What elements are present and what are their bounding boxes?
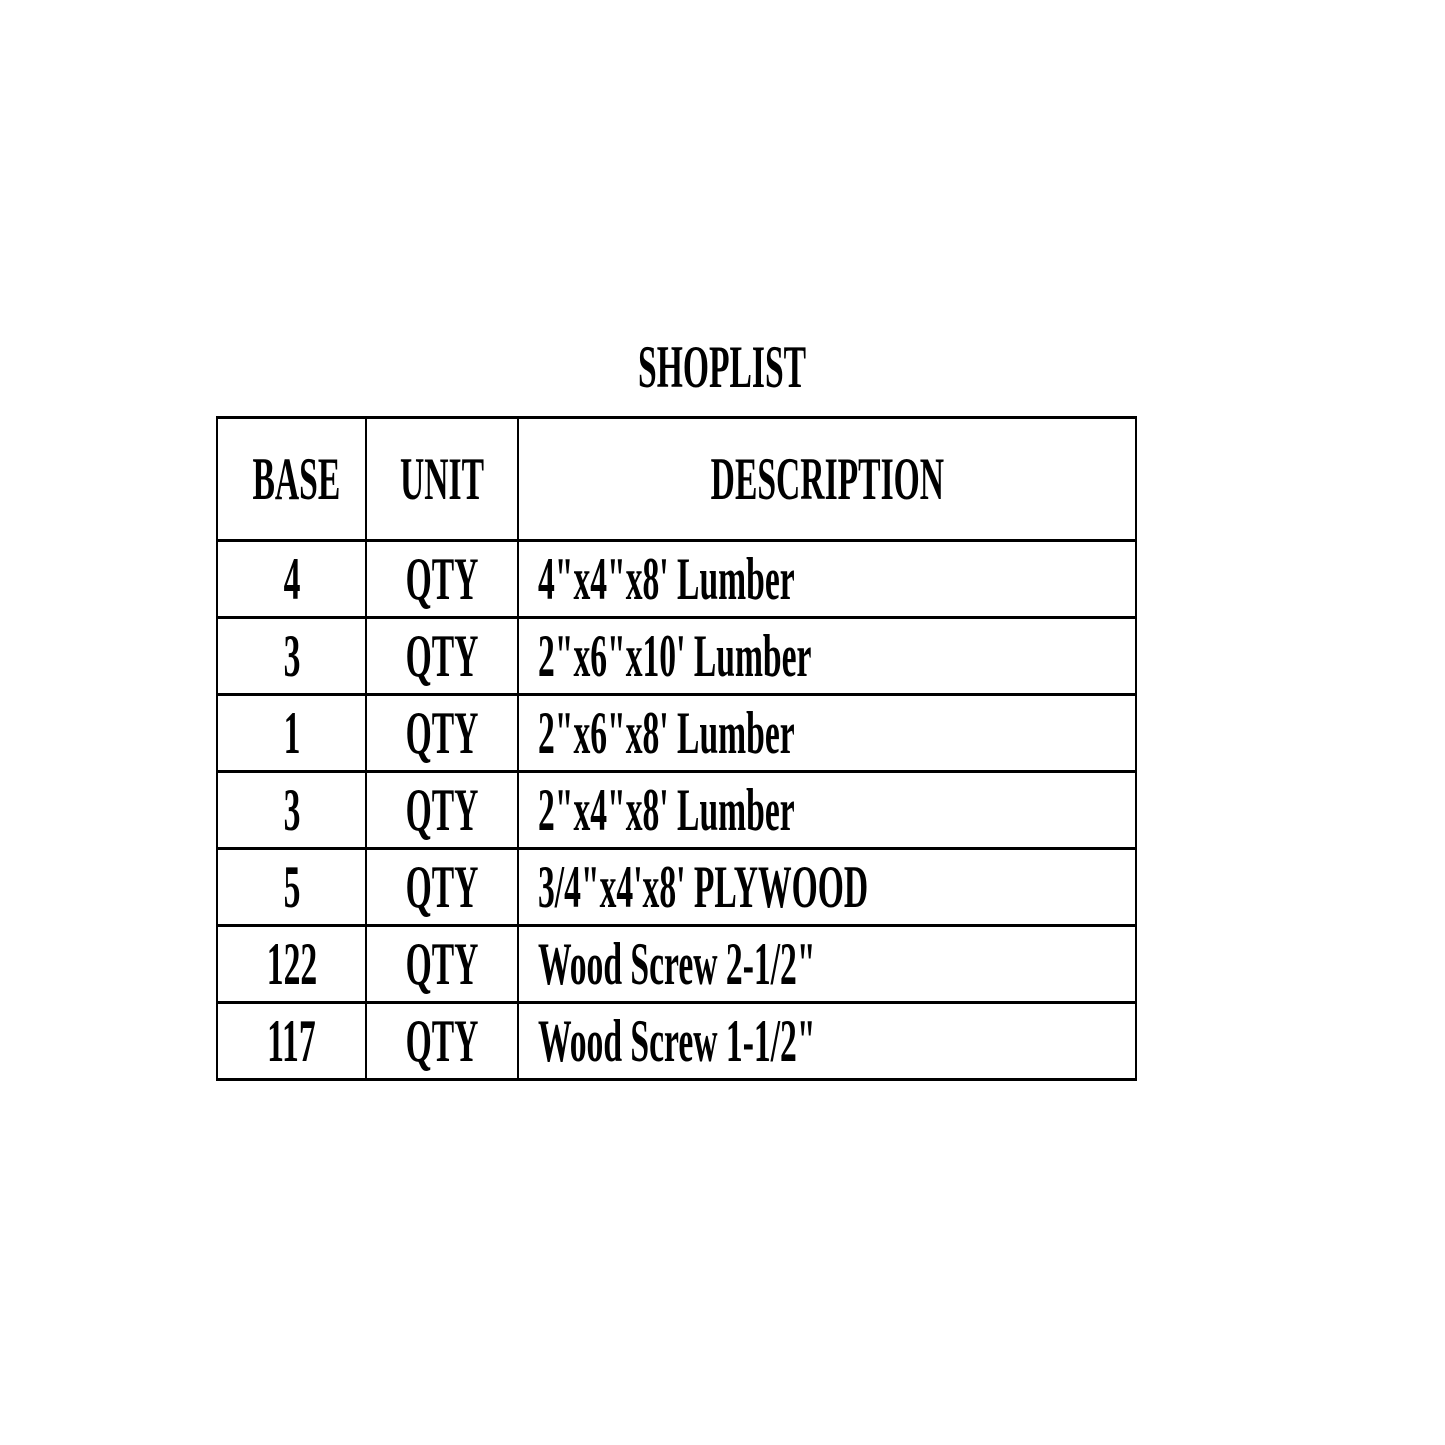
cell-description-text: Wood Screw 1-1/2" <box>538 1007 816 1074</box>
cell-description: 2"x6"x10' Lumber <box>517 616 1137 696</box>
cell-base: 117 <box>216 1001 367 1081</box>
cell-unit-text: QTY <box>405 699 479 766</box>
cell-description-text: 2"x4"x8' Lumber <box>538 776 795 843</box>
column-header-base-text: BASE <box>252 445 341 512</box>
cell-unit: QTY <box>365 616 519 696</box>
cell-base: 1 <box>216 693 367 773</box>
cell-unit: QTY <box>365 539 519 619</box>
column-header-unit: UNIT <box>365 416 519 542</box>
page-title: SHOPLIST <box>0 337 1445 397</box>
table-row: 117 QTY Wood Screw 1-1/2" <box>216 1001 1137 1081</box>
cell-unit-text: QTY <box>405 930 479 997</box>
cell-base: 5 <box>216 847 367 927</box>
cell-description: Wood Screw 1-1/2" <box>517 1001 1137 1081</box>
cell-description-text: 2"x6"x8' Lumber <box>538 699 795 766</box>
shoplist-table: BASE UNIT DESCRIPTION 4 QTY 4"x4"x8' Lum… <box>216 416 1137 1081</box>
column-header-description-text: DESCRIPTION <box>710 445 944 512</box>
cell-base-text: 117 <box>267 1007 316 1074</box>
cell-unit-text: QTY <box>405 853 479 920</box>
cell-base-text: 3 <box>283 776 300 843</box>
cell-unit-text: QTY <box>405 545 479 612</box>
cell-description-text: 4"x4"x8' Lumber <box>538 545 795 612</box>
cell-unit: QTY <box>365 847 519 927</box>
cell-base: 4 <box>216 539 367 619</box>
cell-description: 2"x4"x8' Lumber <box>517 770 1137 850</box>
cell-base-text: 1 <box>283 699 300 766</box>
cell-description: Wood Screw 2-1/2" <box>517 924 1137 1004</box>
cell-base: 122 <box>216 924 367 1004</box>
page-title-text: SHOPLIST <box>638 334 807 400</box>
column-header-description: DESCRIPTION <box>517 416 1137 542</box>
table-row: 4 QTY 4"x4"x8' Lumber <box>216 539 1137 619</box>
cell-base-text: 4 <box>283 545 300 612</box>
cell-unit: QTY <box>365 770 519 850</box>
cell-unit: QTY <box>365 693 519 773</box>
table-row: 1 QTY 2"x6"x8' Lumber <box>216 693 1137 773</box>
cell-unit-text: QTY <box>405 622 479 689</box>
cell-description-text: 2"x6"x10' Lumber <box>538 622 812 689</box>
column-header-base: BASE <box>216 416 367 542</box>
cell-description: 4"x4"x8' Lumber <box>517 539 1137 619</box>
cell-description: 2"x6"x8' Lumber <box>517 693 1137 773</box>
cell-base-text: 3 <box>283 622 300 689</box>
cell-base-text: 5 <box>283 853 300 920</box>
table-row: 3 QTY 2"x4"x8' Lumber <box>216 770 1137 850</box>
cell-unit: QTY <box>365 1001 519 1081</box>
table-row: 122 QTY Wood Screw 2-1/2" <box>216 924 1137 1004</box>
cell-unit-text: QTY <box>405 776 479 843</box>
cell-description-text: 3/4"x4'x8' PLYWOOD <box>538 853 869 920</box>
cell-unit: QTY <box>365 924 519 1004</box>
cell-description: 3/4"x4'x8' PLYWOOD <box>517 847 1137 927</box>
cell-unit-text: QTY <box>405 1007 479 1074</box>
column-header-unit-text: UNIT <box>400 445 485 512</box>
table-header-row: BASE UNIT DESCRIPTION <box>216 416 1137 542</box>
cell-base: 3 <box>216 616 367 696</box>
table-row: 5 QTY 3/4"x4'x8' PLYWOOD <box>216 847 1137 927</box>
table-row: 3 QTY 2"x6"x10' Lumber <box>216 616 1137 696</box>
cell-description-text: Wood Screw 2-1/2" <box>538 930 816 997</box>
cell-base: 3 <box>216 770 367 850</box>
cell-base-text: 122 <box>266 930 317 997</box>
